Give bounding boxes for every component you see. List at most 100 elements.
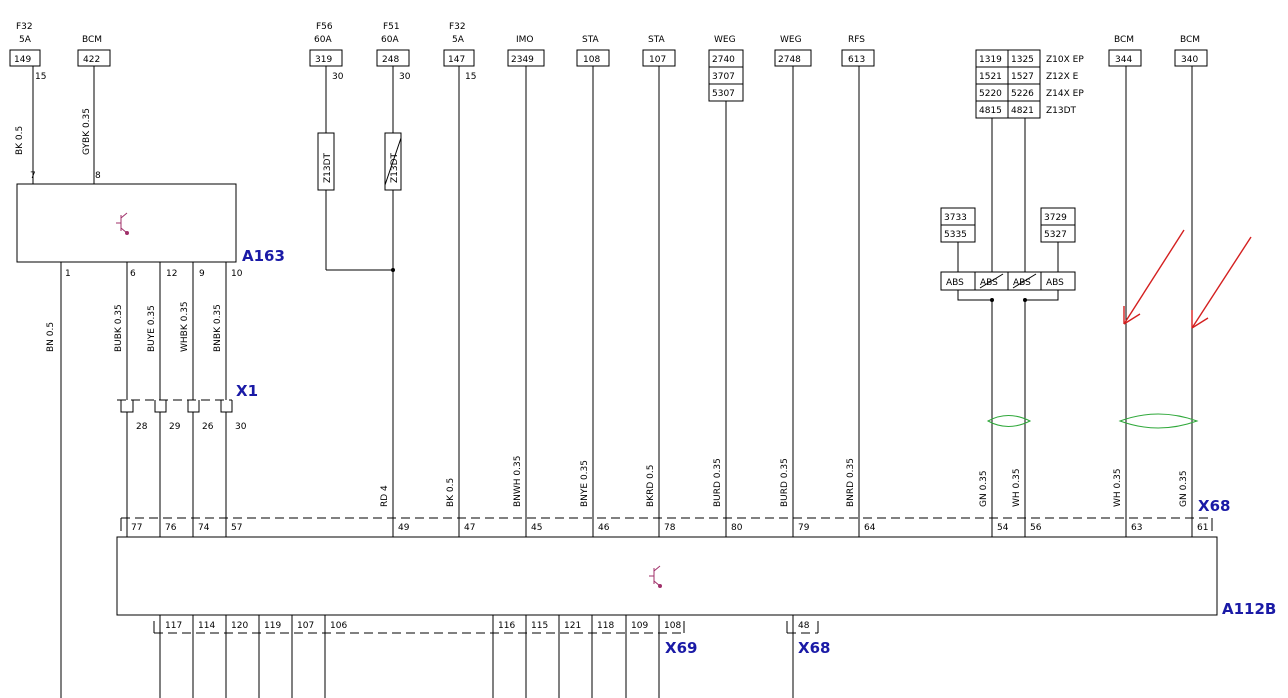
pin-number: 46 [598, 523, 610, 533]
engine-variant-table: 1319 1325 Z10X EP 1521 1527 Z12X E 5220 … [975, 49, 1084, 119]
variant-cell: 5220 [979, 89, 1002, 99]
fuse-box [9, 49, 41, 67]
pin-number: 9 [199, 269, 205, 279]
wire-label: BURD 0.35 [780, 458, 790, 507]
connector-x1: X1 28 29 26 30 [117, 382, 258, 537]
wire-label: GYBK 0.35 [82, 108, 92, 155]
pin-number: 28 [136, 422, 148, 432]
fuse-label: Z13DT [323, 152, 333, 183]
connector-label: X68 [1198, 497, 1230, 515]
pin-number: 116 [498, 621, 515, 631]
source-name: BCM [82, 35, 102, 45]
source-number: 108 [583, 55, 600, 65]
fuse-rating: 60A [381, 35, 399, 45]
module-label: A112B [1222, 600, 1276, 618]
pin-number: 108 [664, 621, 681, 631]
twist-marker [1118, 413, 1199, 429]
abs-label: ABS [980, 278, 998, 288]
pin-number: 47 [464, 523, 475, 533]
connector-label: X68 [798, 639, 830, 657]
source-box [1174, 49, 1208, 67]
abs-variant: 5335 [944, 230, 967, 240]
abs-variant: 3733 [944, 213, 967, 223]
abs-label: ABS [1013, 278, 1031, 288]
abs-section: 3733 5335 3729 5327 ABS ABS ABS ABS [940, 207, 1076, 302]
pin-number: 109 [631, 621, 648, 631]
pin-number: 1 [65, 269, 71, 279]
pin-number: 26 [202, 422, 214, 432]
pin-number: 29 [169, 422, 181, 432]
pin-number: 79 [798, 523, 810, 533]
pin-number: 74 [198, 523, 210, 533]
connector-x68-bottom: 48 X68 [786, 615, 830, 698]
fuse-pin: 30 [332, 72, 344, 82]
pin-number: 7 [30, 171, 36, 181]
pin-number: 48 [798, 621, 810, 631]
source-number: 2349 [511, 55, 534, 65]
variant-label: Z13DT [1046, 106, 1077, 116]
variant-label: Z12X E [1046, 72, 1079, 82]
pin-number: 80 [731, 523, 743, 533]
pin-number: 49 [398, 523, 410, 533]
wire-label: RD 4 [380, 485, 390, 507]
variant-cell: 4815 [979, 106, 1002, 116]
pin-number: 106 [330, 621, 347, 631]
wire-label: GN 0.35 [979, 470, 989, 507]
wire-label: BKRD 0.5 [646, 465, 656, 507]
connector-label: X1 [236, 382, 258, 400]
pin-number: 63 [1131, 523, 1142, 533]
transistor-icon [116, 212, 129, 235]
pin-number: 117 [165, 621, 182, 631]
a163-box [16, 183, 237, 263]
pin-number: 8 [95, 171, 101, 181]
wires-top [32, 66, 1193, 537]
transistor-icon [649, 565, 662, 588]
pin-number: 56 [1030, 523, 1042, 533]
pin-number: 54 [997, 523, 1009, 533]
wire-label: BNRD 0.35 [846, 458, 856, 507]
pin-number: 120 [231, 621, 248, 631]
twist-marker [986, 415, 1032, 427]
source-number: 2740 [712, 55, 735, 65]
pin-number: 114 [198, 621, 215, 631]
pin-number: 12 [166, 269, 177, 279]
pin-number: 76 [165, 523, 177, 533]
variant-label: Z14X EP [1046, 89, 1084, 99]
source-number: 613 [848, 55, 865, 65]
source-number: 340 [1181, 55, 1198, 65]
abs-label: ABS [1046, 278, 1064, 288]
pin-number: 6 [130, 269, 136, 279]
pin-number: 77 [131, 523, 142, 533]
source-name: BCM [1114, 35, 1134, 45]
source-name: IMO [516, 35, 534, 45]
pin-number: 57 [231, 523, 242, 533]
variant-label: Z10X EP [1046, 55, 1084, 65]
wire-label: BNYE 0.35 [580, 460, 590, 507]
source-name: STA [582, 35, 600, 45]
x68-wire-labels: RD 4 BK 0.5 BNWH 0.35 BNYE 0.35 BKRD 0.5… [380, 456, 1189, 507]
source-number: 107 [649, 55, 666, 65]
wire-label: GN 0.35 [1179, 470, 1189, 507]
connector-label: X69 [665, 639, 697, 657]
module-a163: 7 8 BK 0.5 GYBK 0.35 A163 1 6 12 9 10 BN… [15, 108, 285, 698]
pin-number: 30 [235, 422, 247, 432]
variant-cell: 1521 [979, 72, 1002, 82]
connector-x69: 117 114 120 119 107 106 116 115 121 118 … [153, 615, 697, 698]
module-label: A163 [242, 247, 285, 265]
fuse-name: F32 [16, 22, 33, 32]
variant-cell: 1319 [979, 55, 1002, 65]
fuse-rating: 60A [314, 35, 332, 45]
source-name: WEG [780, 35, 802, 45]
source-number: 2748 [778, 55, 801, 65]
source-number: 422 [83, 55, 100, 65]
pin-number: 119 [264, 621, 281, 631]
pin-number: 64 [864, 523, 876, 533]
fuse-number: 319 [315, 55, 332, 65]
wire-label: BURD 0.35 [713, 458, 723, 507]
fuse-name: F56 [316, 22, 333, 32]
twisted-pair-markers [986, 413, 1199, 429]
module-a112b: A112B [116, 536, 1276, 618]
pin-number: 115 [531, 621, 548, 631]
fuse [317, 132, 335, 191]
fuse-name: F32 [449, 22, 466, 32]
